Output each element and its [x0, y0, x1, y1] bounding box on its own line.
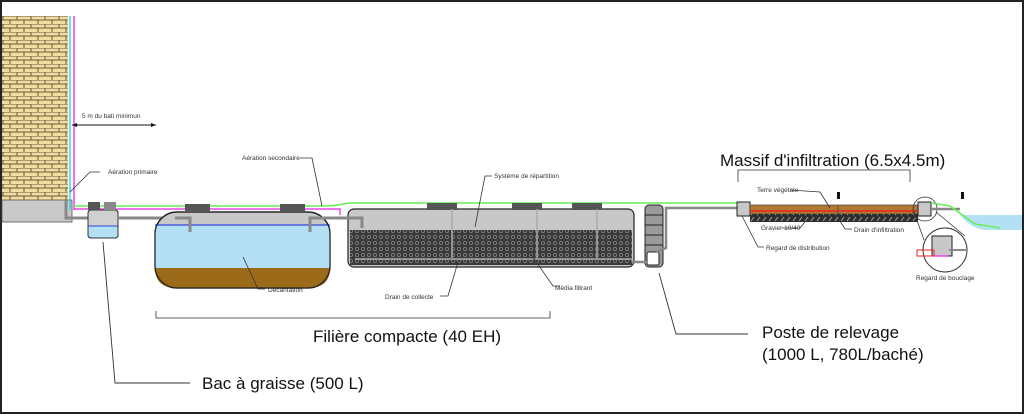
- terre-vegetale-label: Terre végétale: [757, 187, 799, 194]
- compact-filter: [340, 203, 635, 268]
- aeration-secondaire-leader: [300, 157, 323, 207]
- bac-graisse-callout: Bac à graisse (500 L): [202, 374, 364, 393]
- drain-collecte-label: Drain de collecte: [385, 294, 434, 301]
- inlet-pipe: [64, 200, 90, 220]
- massif-title: Massif d'infiltration (6.5x4.5m): [720, 151, 945, 170]
- decantation-leader: [242, 256, 265, 290]
- terre-vegetale-leader: [789, 189, 831, 209]
- decantation-label: Décantation: [268, 287, 303, 294]
- building-wall: [1, 16, 75, 223]
- media-filtrant-leader: [529, 252, 560, 287]
- aeration-secondaire-label: Aération secondaire: [242, 155, 300, 162]
- media-filtrant-label: Média filtrant: [555, 285, 592, 292]
- poste-callout-line2: (1000 L, 780L/baché): [762, 345, 924, 364]
- infiltration-bed: [736, 169, 1022, 230]
- grease-trap: [87, 202, 119, 239]
- regard-bouclage-label: Regard de bouclage: [916, 275, 975, 282]
- decantation-tank: [154, 204, 345, 289]
- filiere-callout: Filière compacte (40 EH): [313, 327, 501, 346]
- ground-line: [74, 202, 740, 207]
- aeration-primaire-label: Aération primaire: [108, 169, 158, 176]
- systeme-repartition-leader: [474, 175, 492, 228]
- filiere-bracket: [155, 311, 551, 319]
- gravier-label: Gravier 10/40: [761, 225, 801, 232]
- poste-callout-line1: Poste de relevage: [762, 323, 899, 342]
- drain-infiltration-label: Drain d'infiltration: [854, 227, 904, 234]
- systeme-repartition-label: Système de répartition: [494, 173, 559, 180]
- bac-graisse-leader: [102, 241, 190, 384]
- gravier-leader: [782, 221, 806, 229]
- drain-collecte-leader: [440, 261, 459, 297]
- drain-infiltration-leader: [837, 217, 852, 230]
- pump-station: [632, 204, 740, 268]
- poste-leader: [658, 272, 748, 335]
- distance-indicator: 5 m du bati minimun: [72, 113, 156, 127]
- aeration-primaire-leader: [69, 171, 100, 193]
- regard-bouclage-detail: [913, 211, 968, 273]
- regard-distribution-leader: [741, 215, 764, 248]
- regard-distribution-label: Regard de distribution: [766, 245, 830, 252]
- distance-label: 5 m du bati minimun: [82, 113, 141, 120]
